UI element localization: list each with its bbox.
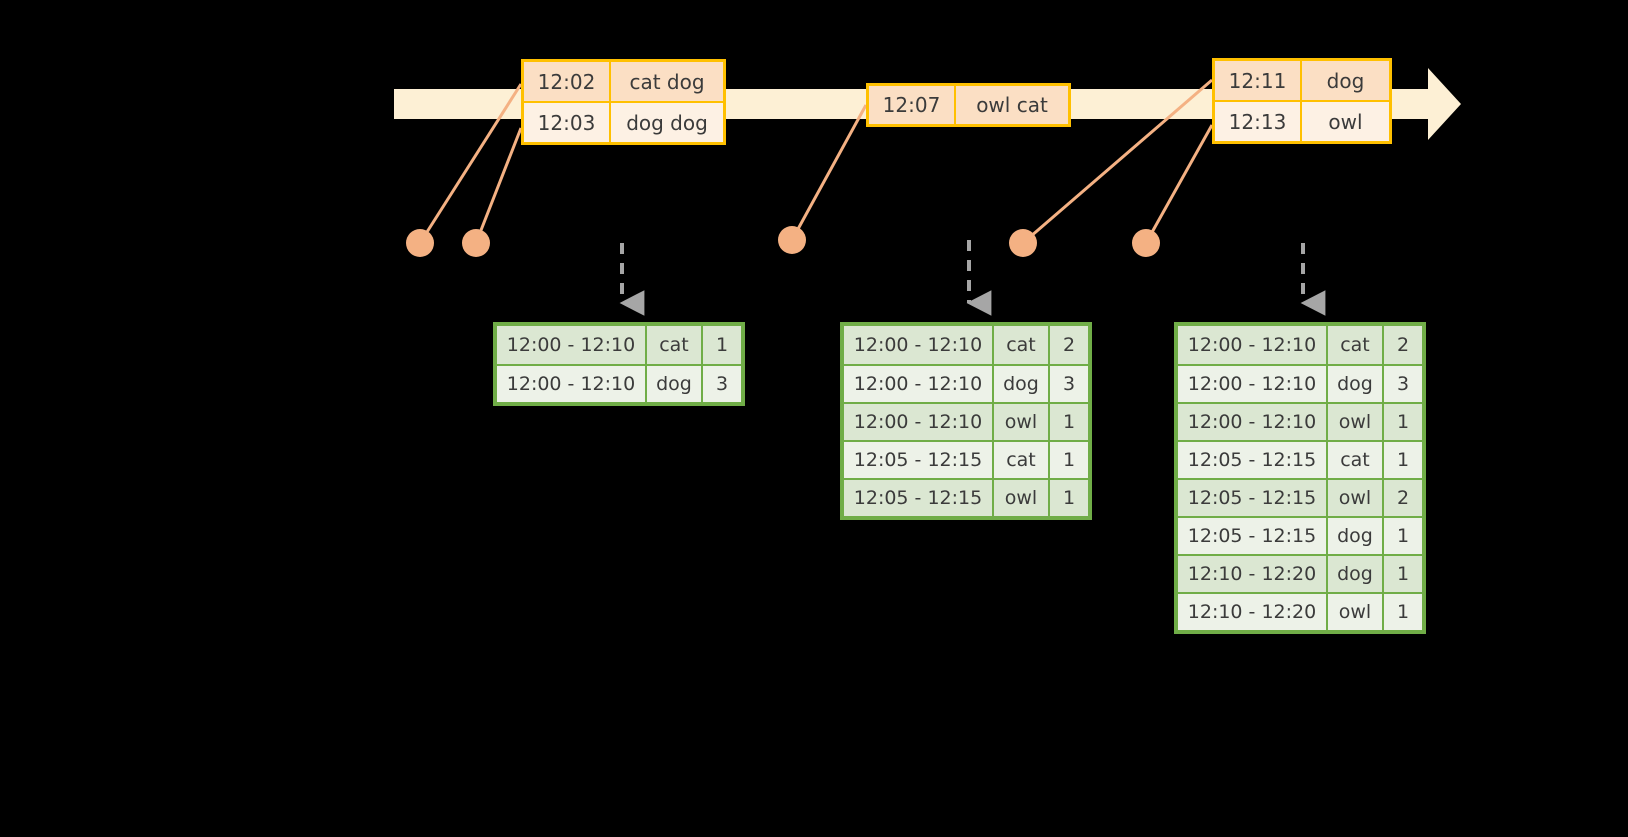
cell-count: 1 (1048, 404, 1088, 440)
cell-count: 1 (1382, 442, 1422, 478)
cell-count: 1 (701, 326, 741, 364)
cell-window: 12:00 - 12:10 (844, 366, 992, 402)
cell-word: cat (1326, 442, 1382, 478)
event-time: 12:03 (524, 103, 611, 142)
event-dot-2 (462, 229, 490, 257)
event-group-3[interactable]: 12:11 dog 12:13 owl (1212, 58, 1392, 144)
cell-window: 12:00 - 12:10 (497, 366, 645, 402)
event-value: owl cat (976, 93, 1048, 117)
cell-count: 1 (1048, 480, 1088, 516)
cell-count: 3 (701, 366, 741, 402)
cell-window: 12:05 - 12:15 (844, 442, 992, 478)
cell-window: 12:10 - 12:20 (1178, 594, 1326, 630)
cell-count: 1 (1382, 556, 1422, 592)
cell-count: 3 (1048, 366, 1088, 402)
event-dot-5 (1132, 229, 1160, 257)
dashed-result-arrows (619, 240, 1326, 316)
cell-window: 12:05 - 12:15 (1178, 442, 1326, 478)
cell-count: 2 (1382, 480, 1422, 516)
event-row[interactable]: 12:07 owl cat (869, 86, 1068, 124)
cell-count: 1 (1382, 594, 1422, 630)
cell-window: 12:05 - 12:15 (844, 480, 992, 516)
cell-word: dog (1326, 556, 1382, 592)
cell-window: 12:00 - 12:10 (844, 326, 992, 364)
cell-window: 12:00 - 12:10 (1178, 366, 1326, 402)
cell-window: 12:05 - 12:15 (1178, 480, 1326, 516)
event-time: 12:13 (1215, 102, 1302, 141)
event-value: cat dog (629, 69, 705, 94)
event-row[interactable]: 12:13 owl (1215, 100, 1389, 141)
event-dot-3 (778, 226, 806, 254)
cell-word: owl (1326, 594, 1382, 630)
cell-word: cat (992, 442, 1048, 478)
cell-count: 2 (1048, 326, 1088, 364)
cell-window: 12:10 - 12:20 (1178, 556, 1326, 592)
cell-word: owl (992, 404, 1048, 440)
cell-word: dog (1326, 366, 1382, 402)
event-row[interactable]: 12:03 dog dog (524, 101, 723, 142)
event-value: dog dog (626, 110, 708, 135)
cell-word: cat (1326, 326, 1382, 364)
event-row[interactable]: 12:02 cat dog (524, 62, 723, 101)
cell-count: 1 (1382, 518, 1422, 554)
event-group-1[interactable]: 12:02 cat dog 12:03 dog dog (521, 59, 726, 145)
event-time: 12:11 (1215, 61, 1302, 100)
cell-count: 1 (1382, 404, 1422, 440)
event-dots (406, 226, 1160, 257)
cell-word: dog (992, 366, 1048, 402)
cell-count: 2 (1382, 326, 1422, 364)
event-group-2[interactable]: 12:07 owl cat (866, 83, 1071, 127)
event-time: 12:07 (869, 86, 956, 124)
cell-word: dog (645, 366, 701, 402)
event-time: 12:02 (524, 62, 611, 101)
cell-window: 12:00 - 12:10 (1178, 404, 1326, 440)
cell-window: 12:00 - 12:10 (844, 404, 992, 440)
cell-word: dog (1326, 518, 1382, 554)
cell-word: cat (992, 326, 1048, 364)
cell-count: 3 (1382, 366, 1422, 402)
cell-word: owl (1326, 480, 1382, 516)
event-value: dog (1326, 68, 1365, 93)
cell-word: cat (645, 326, 701, 364)
event-dot-4 (1009, 229, 1037, 257)
cell-count: 1 (1048, 442, 1088, 478)
cell-window: 12:00 - 12:10 (1178, 326, 1326, 364)
event-row[interactable]: 12:11 dog (1215, 61, 1389, 100)
event-value: owl (1328, 109, 1363, 134)
event-dot-1 (406, 229, 434, 257)
cell-window: 12:05 - 12:15 (1178, 518, 1326, 554)
cell-window: 12:00 - 12:10 (497, 326, 645, 364)
cell-word: owl (992, 480, 1048, 516)
cell-word: owl (1326, 404, 1382, 440)
